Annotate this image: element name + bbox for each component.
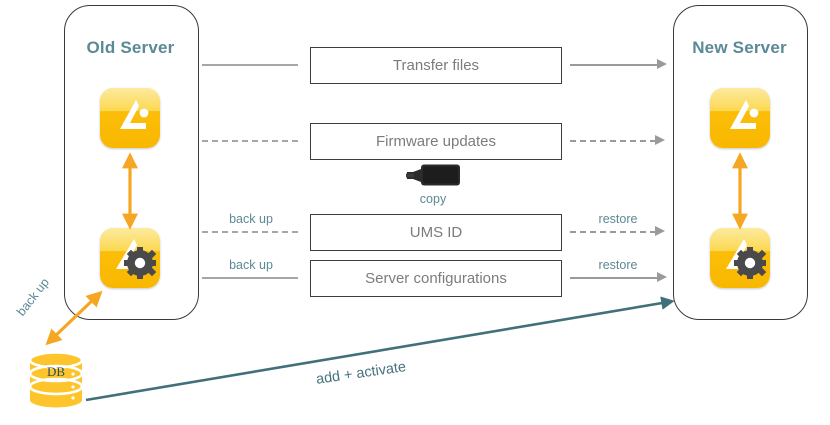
box-label: Transfer files: [392, 57, 480, 74]
line-left-server-configurations: [202, 277, 298, 279]
label-backup-db: back up: [14, 275, 52, 319]
label-restore-ums-id: restore: [598, 212, 638, 226]
arrowhead-ums-id: [655, 226, 665, 236]
box-server-configurations[interactable]: Server configurations: [310, 260, 562, 297]
database-cylinder-icon: [28, 352, 84, 408]
ums-config-icon-old: [100, 228, 160, 288]
arrow-right-firmware-updates: [570, 140, 656, 142]
ums-logo-gear-glyph: [116, 239, 157, 279]
arrow-right-ums-id: [570, 231, 656, 233]
usb-copy-label: copy: [419, 192, 447, 206]
box-label: Server configurations: [365, 270, 507, 287]
ums-app-icon-old: [100, 88, 160, 148]
old-server-title: Old Server: [86, 38, 175, 57]
label-restore-server-configurations: restore: [598, 258, 638, 272]
arrowhead-firmware-updates: [655, 135, 665, 145]
ums-logo-gear-glyph: [726, 239, 767, 279]
line-left-ums-id: [202, 231, 298, 233]
line-left-transfer-files: [202, 64, 298, 66]
label-backup-server-configurations: back up: [229, 258, 273, 272]
arrowhead-transfer-files: [657, 59, 667, 69]
ums-logo-glyph: [120, 100, 149, 129]
new-server-title: New Server: [692, 38, 787, 57]
box-firmware-updates[interactable]: Firmware updates: [310, 123, 562, 160]
label-add-activate: add + activate: [315, 359, 408, 388]
icon-gloss: [100, 228, 160, 251]
label-backup-ums-id: back up: [229, 212, 273, 226]
db-label: DB: [46, 364, 66, 379]
arrowhead-server-configurations: [657, 272, 667, 282]
line-left-firmware-updates: [202, 140, 298, 142]
arrow-right-server-configurations: [570, 277, 658, 279]
box-label: UMS ID: [409, 224, 463, 241]
usb-stick-icon: [406, 164, 460, 186]
ums-logo-glyph: [730, 100, 759, 129]
box-label: Firmware updates: [375, 133, 497, 150]
icon-gloss: [710, 228, 770, 251]
ums-config-icon-new: [710, 228, 770, 288]
box-transfer-files[interactable]: Transfer files: [310, 47, 562, 84]
icon-gloss: [100, 88, 160, 111]
arrow-right-transfer-files: [570, 64, 658, 66]
box-ums-id[interactable]: UMS ID: [310, 214, 562, 251]
icon-gloss: [710, 88, 770, 111]
ums-app-icon-new: [710, 88, 770, 148]
